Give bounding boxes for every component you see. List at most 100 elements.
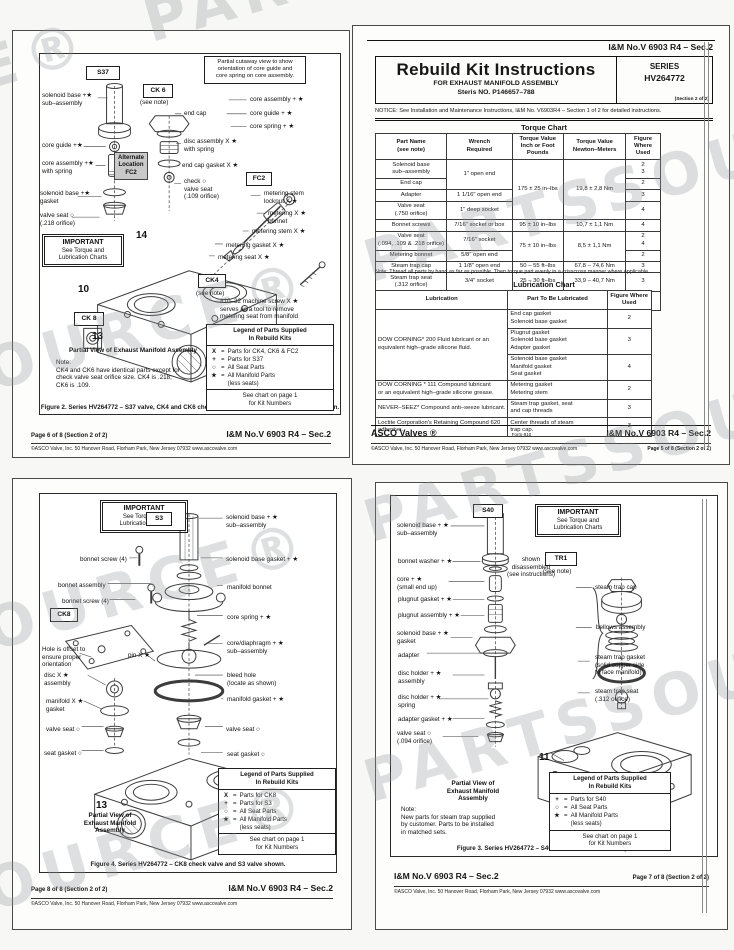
part-label: (see note)	[543, 568, 572, 575]
callout-box-s37: S37	[86, 66, 120, 81]
part-label: seat gasket ○	[227, 751, 265, 758]
table-cell: 3	[625, 260, 661, 274]
part-label: solenoid base +★ gasket	[40, 190, 90, 205]
legend-item: ○=All Seat Parts	[555, 803, 608, 811]
table-cell: Solenoid base gasket Manifold gasket Sea…	[507, 353, 608, 381]
legend-note: See chart on page 1 for Kit Numbers	[582, 832, 638, 848]
table-row: DOW CORNING * 111 Compound lubricant or …	[374, 379, 652, 400]
part-label: valve seat ○	[226, 726, 260, 733]
part-label: bleed hole (locate as shown)	[227, 672, 277, 687]
table-cell: 2	[606, 308, 652, 329]
table-cell: 95 ± 10 in–lbs	[511, 219, 564, 232]
part-label: steam trap cap	[595, 584, 637, 591]
ck6-check-valve-stack	[148, 115, 190, 183]
divider-rule	[375, 118, 713, 121]
table-cell: Bonnet screws	[374, 219, 448, 232]
part-label: bellows assembly	[596, 624, 646, 631]
table-cell: 75 ± 10 in–lbs	[511, 230, 564, 262]
page-number: Page 6 of 8 (Section 2 of 2)	[31, 433, 108, 439]
part-label: metering gasket X ★	[226, 242, 285, 249]
part-label: core spring + ★	[227, 614, 271, 621]
part-label: Hole is offset to ensure proper orientat…	[42, 646, 86, 669]
callout-box-ck4: CK4	[198, 274, 226, 289]
part-label: core assembly +★ with spring	[42, 160, 94, 175]
part-label: adapter gasket + ★	[398, 716, 453, 723]
page-8-figure-4: Legend of Parts Supplied In Rebuild Kits…	[12, 478, 352, 930]
legend-item: ○=All Seat Parts	[212, 363, 265, 371]
callout-box-s40: S40	[473, 504, 503, 519]
table-row: Loctite Corporation's Retaining Compound…	[374, 417, 652, 437]
page-6-figure-2: Legend of Parts Supplied In Rebuild Kits…	[12, 30, 350, 458]
table-cell: 3	[606, 327, 652, 355]
table-cell: 1" deep socket	[446, 200, 513, 221]
part-label: disc holder + ★ assembly	[398, 670, 442, 685]
table-cell: 2 3	[625, 159, 661, 179]
column-header: Part Name (see note)	[374, 132, 448, 161]
alternate-location-box: Alternate Location FC2	[114, 152, 148, 180]
part-label: bonnet washer + ★	[398, 558, 453, 565]
callout-box-s3: S3	[146, 512, 172, 527]
legend-item: +=Parts for S37	[212, 355, 264, 363]
table-cell: Center threads of steam trap cap.	[507, 417, 608, 437]
part-label: (see note)	[140, 99, 169, 106]
notice-text: NOTICE: See Installation and Maintenance…	[375, 108, 662, 114]
page-subtitle: FOR EXHAUST MANIFOLD ASSEMBLY	[433, 80, 559, 87]
table-cell: Valve seat (.750 orifice)	[374, 200, 448, 221]
page-number: Page 8 of 8 (Section 2 of 2)	[31, 887, 108, 893]
doc-number: I&M No.V 6903 R4 – Sec.2	[228, 883, 333, 893]
part-label: check ○ valve seat (.109 orifice)	[184, 178, 219, 201]
part-label: plugnut gasket + ★	[398, 596, 452, 603]
item-number-13: 13	[92, 331, 104, 342]
table-cell: Adapter	[374, 189, 448, 202]
header-rule	[367, 40, 715, 41]
part-label: metering stem locknut X ★	[264, 190, 304, 205]
part-label: solenoid base + ★ sub–assembly	[397, 522, 449, 537]
part-label: pin X ★	[128, 652, 150, 659]
publisher-address: ©ASCO Valve, Inc. 50 Hanover Road, Florh…	[371, 443, 711, 452]
table-cell: End cap gasket Solenoid base gasket	[507, 308, 608, 329]
series-label: SERIES	[649, 62, 680, 71]
publisher-address: ©ASCO Valve, Inc. 50 Hanover Road, Florh…	[394, 886, 709, 895]
part-label: bonnet screw (4)	[62, 598, 109, 605]
exploded-diagram-s40-tr1-manifold	[426, 511, 692, 825]
disassembled-note: shown disassembled (see instructions)	[507, 556, 555, 579]
part-label: valve seat ○	[46, 726, 80, 733]
part-label: core/diaphragm + ★ sub–assembly	[227, 640, 284, 655]
tr1-steam-trap-stack	[597, 579, 646, 710]
part-label: adapter	[398, 652, 420, 659]
page-title: Rebuild Kit Instructions	[396, 60, 596, 79]
table-cell: 50 – 55 ft–lbs	[511, 260, 564, 274]
part-label: valve seat ○ (.218 orifice)	[40, 212, 75, 227]
cutaway-note-box: Partial cutaway view to show orientation…	[204, 56, 306, 84]
part-label: seat gasket ○	[44, 750, 82, 757]
page-number: Page 7 of 8 (Section 2 of 2)	[632, 875, 709, 881]
part-label: (see note)	[196, 290, 225, 297]
table-row: Solenoid base gasket Manifold gasket Sea…	[376, 353, 652, 381]
table-cell: 4	[625, 219, 661, 232]
column-header: Figure Where Used	[606, 290, 652, 310]
doc-number: I&M No.V 6903 R4 – Sec.2	[226, 429, 331, 439]
table-cell: DOW CORNING* 200 Fluid lubricant or an e…	[374, 308, 509, 381]
series-value: HV264772	[644, 73, 685, 83]
part-label: end cap gasket X ★	[182, 162, 239, 169]
part-label: manifold bonnet	[227, 584, 272, 591]
table-cell: 1 1/16" open end	[446, 189, 513, 202]
legend-note: See chart on page 1 for Kit Numbers	[242, 392, 298, 408]
title-box: Rebuild Kit Instructions FOR EXHAUST MAN…	[375, 56, 713, 104]
page-fold-crease	[704, 42, 709, 448]
part-label: plugnut assembly + ★	[398, 612, 460, 619]
part-label: solenoid base + ★ sub–assembly	[226, 514, 278, 529]
lubrication-chart-title: Lubrication Chart	[513, 280, 575, 289]
part-label: core assembly + ★	[250, 96, 304, 103]
partial-view-title: Partial View of Exhaust Manifold Assembl…	[446, 780, 500, 803]
table-cell: 19,8 ± 2,8 Nm	[562, 159, 627, 221]
legend-item: +=Parts for S3	[224, 799, 272, 807]
figure-4-frame: Legend of Parts Supplied In Rebuild Kits…	[39, 493, 337, 873]
column-header: Part To Be Lubricated	[507, 290, 608, 310]
part-label: manifold gasket + ★	[227, 696, 284, 703]
legend-box: Legend of Parts Supplied In Rebuild Kits…	[206, 324, 334, 412]
column-header: Figure Where Used	[625, 132, 661, 161]
